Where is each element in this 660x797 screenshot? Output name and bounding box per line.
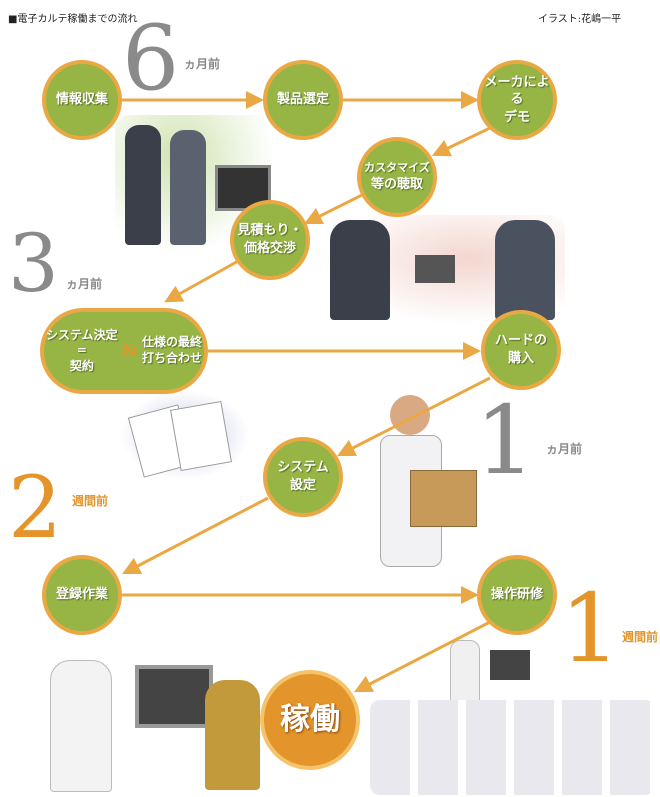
step-label: 設定	[289, 478, 316, 493]
step-hardware-purchase: ハードの購入	[481, 310, 561, 390]
ampersand: &	[121, 340, 138, 362]
arrow	[354, 620, 491, 693]
milestone-number-1: 1	[475, 386, 536, 496]
step-label: 操作研修	[490, 587, 543, 603]
step-label: 価格交渉	[243, 241, 296, 256]
milestone-number-1-week: 1	[560, 574, 621, 684]
step-label: 契約	[69, 358, 94, 373]
step-label: 登録作業	[55, 587, 108, 603]
step-vendor-demo: メーカによるデモ	[477, 60, 557, 140]
step-label: 製品選定	[276, 92, 329, 108]
step-estimate-negotiation: 見積もり・価格交渉	[230, 200, 310, 280]
step-go-live: 稼働	[260, 670, 360, 770]
step-label: 仕様の最終	[141, 335, 202, 350]
step-label: システム決定	[46, 327, 118, 342]
arrow	[431, 126, 491, 157]
step-label: 等の聴取	[370, 176, 423, 192]
arrow	[164, 258, 241, 303]
step-contract-and-spec: システム決定=契約 & 仕様の最終打ち合わせ	[40, 308, 208, 394]
step-label: 購入	[507, 351, 534, 366]
milestone-unit: ヵ月前	[66, 277, 103, 291]
arrow	[336, 376, 491, 457]
step-label: デモ	[503, 109, 530, 125]
step-label: ハードの	[494, 333, 547, 349]
milestone-unit: 週間前	[622, 630, 659, 644]
step-label: 稼働	[280, 701, 340, 737]
illustration-documents	[120, 390, 250, 480]
step-product-selection: 製品選定	[263, 60, 343, 140]
illustration-negotiation	[320, 215, 565, 325]
milestone-number-6: 6	[122, 6, 180, 111]
milestone-unit: ヵ月前	[546, 442, 583, 456]
step-system-setup: システム設定	[263, 437, 343, 517]
step-label: 打ち合わせ	[141, 351, 202, 365]
step-registration: 登録作業	[42, 555, 122, 635]
step-label: メーカによる	[484, 74, 550, 108]
diagram-title: ■電子カルテ稼働までの流れ	[8, 14, 138, 25]
step-label: 見積もり・	[237, 223, 303, 239]
illustration-hardware-delivery	[370, 395, 480, 575]
milestone-unit: ヵ月前	[184, 57, 221, 71]
illustration-training-session	[370, 640, 655, 795]
step-label: システム	[277, 460, 329, 476]
milestone-number-3: 3	[8, 217, 59, 310]
step-operation-training: 操作研修	[477, 555, 557, 635]
step-label: カスタマイズ	[364, 160, 430, 174]
arrow	[303, 193, 363, 225]
step-info-gathering: 情報収集	[42, 60, 122, 140]
milestone-unit: 週間前	[72, 494, 109, 508]
step-customization-hearing: カスタマイズ等の聴取	[357, 137, 437, 217]
step-label: 情報収集	[55, 92, 108, 108]
illustration-doctor-at-monitor	[40, 650, 265, 795]
arrow	[122, 496, 269, 575]
illustration-credit: イラスト:花嶋一平	[538, 14, 622, 25]
step-label: =	[76, 343, 87, 358]
milestone-number-2: 2	[8, 459, 63, 558]
